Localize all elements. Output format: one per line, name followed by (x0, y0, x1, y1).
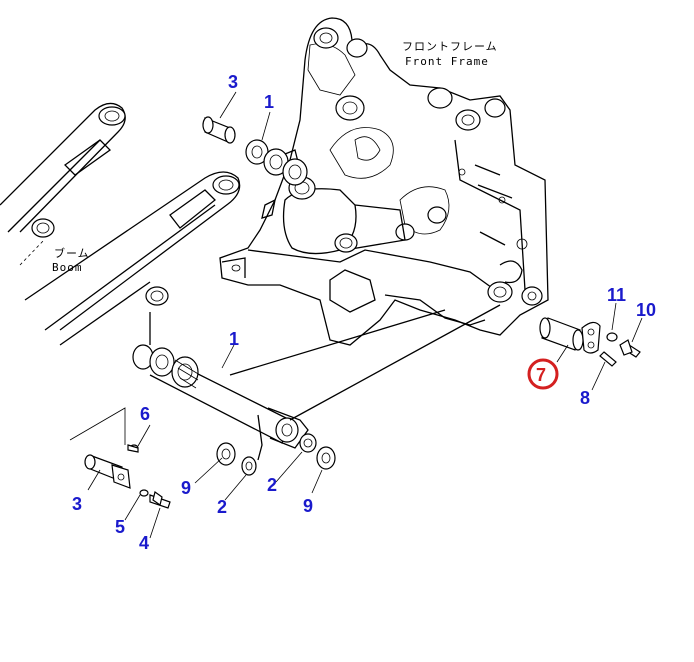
callout-1-top[interactable]: 1 (264, 92, 274, 112)
callout-10[interactable]: 10 (636, 300, 656, 320)
callout-11[interactable]: 11 (607, 285, 626, 305)
callout-2-left[interactable]: 2 (217, 497, 227, 517)
lower-pin-assembly (132, 304, 501, 461)
leader-lines (87, 91, 643, 539)
callout-7[interactable]: 7 (536, 365, 546, 385)
washers (216, 433, 336, 476)
lower-left-parts (69, 407, 171, 509)
callouts: 3 1 1 6 3 5 4 9 2 2 9 8 11 10 (72, 72, 656, 553)
callout-2-right[interactable]: 2 (267, 475, 277, 495)
front-frame-label-jp: フロントフレーム (402, 40, 498, 53)
callout-4[interactable]: 4 (139, 533, 149, 553)
callout-9-left[interactable]: 9 (181, 478, 191, 498)
right-pin-parts (539, 317, 641, 367)
callout-6[interactable]: 6 (140, 404, 150, 424)
callout-3-bottom[interactable]: 3 (72, 494, 82, 514)
upper-pin-parts (202, 116, 308, 186)
front-frame (219, 17, 549, 346)
callout-1-mid[interactable]: 1 (229, 329, 239, 349)
callout-3-top[interactable]: 3 (228, 72, 238, 92)
front-frame-label-en: Front Frame (405, 55, 489, 68)
boom-label-en: Boom (52, 261, 83, 274)
highlight-ring (527, 358, 559, 390)
callout-8[interactable]: 8 (580, 388, 590, 408)
boom-assembly (0, 102, 241, 346)
callout-5[interactable]: 5 (115, 517, 125, 537)
callout-9-right[interactable]: 9 (303, 496, 313, 516)
boom-label-jp: ブーム (54, 246, 90, 260)
callout-7-highlight[interactable]: 7 (527, 358, 559, 390)
